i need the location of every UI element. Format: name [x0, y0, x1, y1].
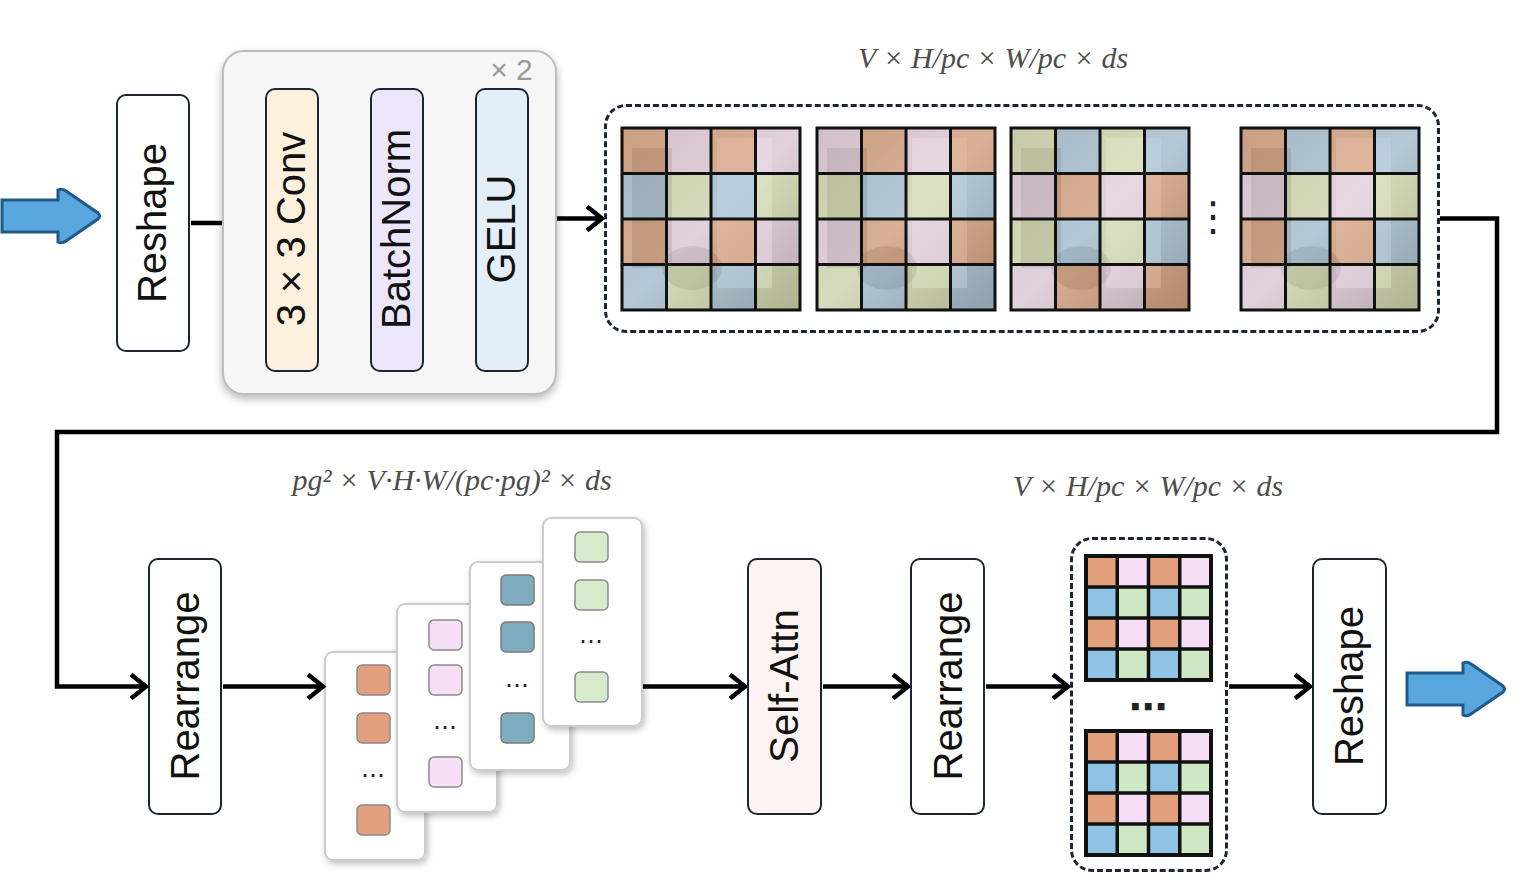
ellipsis-mark: ⋯ — [1129, 688, 1167, 726]
ellipsis-mark: ⋯ — [361, 763, 385, 787]
repeat-group: × 2 3 × 3 Conv BatchNorm GELU — [222, 50, 557, 395]
box-label: Reshape — [1329, 606, 1369, 766]
feature-map-region: V × H/pc × W/pc × ds — [604, 104, 1440, 333]
shape-annotation: pg² × V·H·W/(pc·pg)² × ds — [292, 462, 611, 498]
box-label: BatchNorm — [376, 129, 416, 329]
box-label: GELU — [481, 175, 521, 284]
ellipsis-mark: ⋯ — [433, 715, 457, 739]
box-label: 3 × 3 Conv — [271, 132, 311, 327]
reshape-box: Reshape — [116, 94, 190, 352]
rearrange-box: Rearrange — [148, 558, 222, 815]
box-label: Reshape — [133, 142, 173, 302]
self-attn-box: Self-Attn — [747, 558, 822, 815]
conv-box: 3 × 3 Conv — [265, 88, 319, 372]
rearrange-box: Rearrange — [910, 558, 985, 815]
box-label: Self-Attn — [764, 609, 804, 762]
ellipsis-mark: ⋮ — [1193, 196, 1233, 236]
flow-arrow — [986, 675, 1068, 699]
box-label: Rearrange — [927, 591, 967, 780]
ellipsis-mark: ⋯ — [579, 629, 603, 653]
flow-arrow — [223, 675, 323, 699]
batchnorm-box: BatchNorm — [370, 88, 424, 372]
reshape-box: Reshape — [1312, 558, 1387, 815]
flow-arrow — [823, 675, 908, 699]
repeat-count: × 2 — [490, 52, 533, 88]
gelu-box: GELU — [475, 88, 529, 372]
shape-annotation: V × H/pc × W/pc × ds — [1013, 468, 1283, 504]
box-label: Rearrange — [165, 591, 205, 780]
token-group-stack: pg² × V·H·W/(pc·pg)² × ds — [325, 518, 642, 860]
shape-annotation: V × H/pc × W/pc × ds — [858, 40, 1128, 76]
ellipsis-mark: ⋯ — [505, 673, 529, 697]
flow-arrow — [643, 675, 745, 699]
flow-arrow — [1229, 675, 1310, 699]
